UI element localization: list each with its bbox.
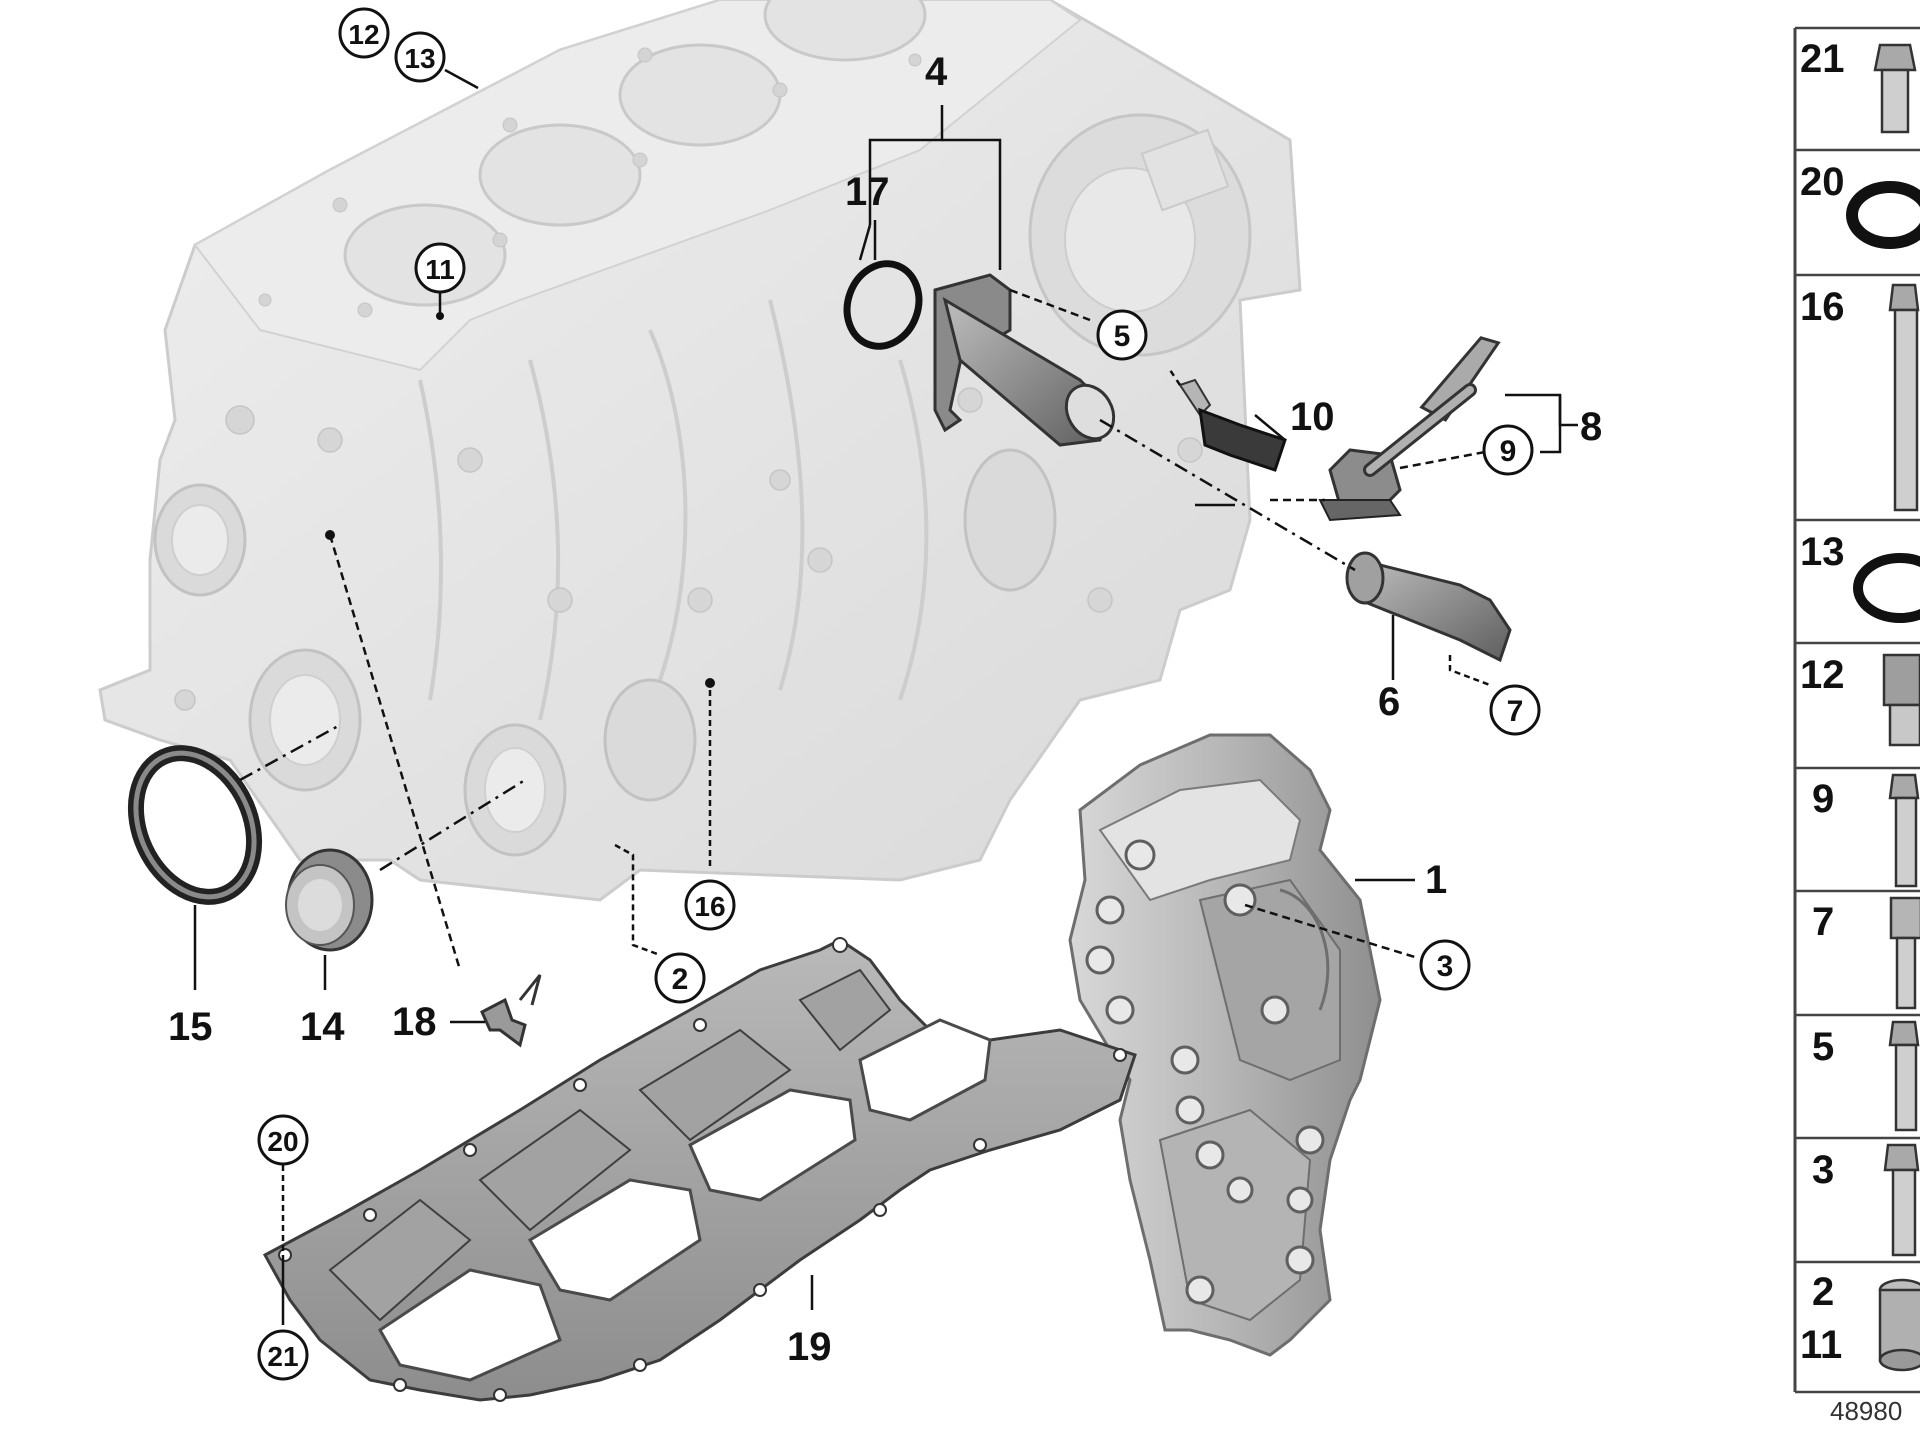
index-label-3: 3 — [1812, 1148, 1834, 1192]
callout-circle-3 — [1419, 939, 1471, 991]
callout-19: 19 — [787, 1325, 832, 1369]
circled-callouts — [257, 7, 1541, 1381]
callout-18: 18 — [392, 1000, 437, 1044]
engine-block — [98, 0, 1302, 902]
callout-20: 20 — [267, 1126, 298, 1157]
callout-2: 2 — [672, 963, 689, 996]
callout-circle-5 — [1096, 309, 1148, 361]
crank-bores — [153, 448, 1057, 857]
temperature-sensor — [1178, 378, 1287, 472]
callout-1: 1 — [1425, 858, 1447, 902]
blanking-plug — [285, 848, 374, 952]
callout-8: 8 — [1580, 405, 1602, 449]
callout-circle-2 — [654, 952, 706, 1004]
callout-5: 5 — [1114, 320, 1131, 353]
callout-13: 13 — [404, 43, 435, 74]
callout-circle-9 — [1482, 424, 1534, 476]
index-thumbnails — [1846, 43, 1920, 1372]
sensor-18 — [480, 974, 542, 1048]
crankshaft-seal — [127, 745, 263, 905]
callout-17: 17 — [845, 170, 890, 214]
sensor-assembly-6 — [1345, 551, 1512, 663]
oil-pressure-valve — [933, 273, 1116, 447]
leader-lines — [193, 68, 1578, 1325]
o-ring-17 — [843, 260, 923, 350]
index-label-11: 11 — [1800, 1323, 1842, 1367]
index-label-12: 12 — [1800, 653, 1845, 697]
callout-circle-11 — [414, 242, 466, 294]
callout-9: 9 — [1500, 435, 1517, 468]
index-label-13: 13 — [1800, 530, 1845, 574]
callout-10: 10 — [1290, 395, 1335, 439]
callout-7: 7 — [1507, 695, 1524, 728]
callout-3: 3 — [1437, 950, 1454, 983]
callout-circle-12 — [338, 7, 390, 59]
sensor-assembly-8 — [1318, 336, 1501, 522]
callout-15: 15 — [168, 1005, 213, 1049]
callout-circle-16 — [684, 879, 736, 931]
callout-circle-20 — [257, 1114, 309, 1166]
callout-circle-13 — [394, 31, 446, 83]
index-label-9: 9 — [1812, 777, 1834, 821]
callout-circle-21 — [257, 1329, 309, 1381]
callout-14: 14 — [300, 1005, 345, 1049]
callout-4: 4 — [925, 50, 948, 94]
index-label-20: 20 — [1800, 160, 1845, 204]
callout-circle-7 — [1489, 684, 1541, 736]
index-label-5: 5 — [1812, 1025, 1834, 1069]
reference-number: 48980 — [1830, 1396, 1902, 1426]
callout-21: 21 — [267, 1341, 298, 1372]
cylinder-bores — [343, 0, 927, 307]
index-label-2: 2 — [1812, 1270, 1834, 1314]
callout-6: 6 — [1378, 680, 1400, 724]
index-label-21: 21 — [1800, 37, 1845, 81]
fastener-index-panel: 21 20 16 13 12 9 7 5 3 2 11 — [1793, 26, 1920, 1426]
callout-12: 12 — [348, 19, 379, 50]
engine-mount-bracket — [1068, 733, 1382, 1357]
index-label-16: 16 — [1800, 285, 1845, 329]
plain-callouts: 1 4 6 8 10 14 15 17 18 19 — [168, 50, 1602, 1369]
oil-pan-baffle — [262, 937, 1137, 1402]
index-label-7: 7 — [1812, 900, 1834, 944]
callout-16: 16 — [694, 891, 725, 922]
callout-11: 11 — [425, 254, 455, 285]
circled-callout-labels: 2 3 5 7 9 11 12 13 16 20 21 — [267, 19, 1523, 1372]
